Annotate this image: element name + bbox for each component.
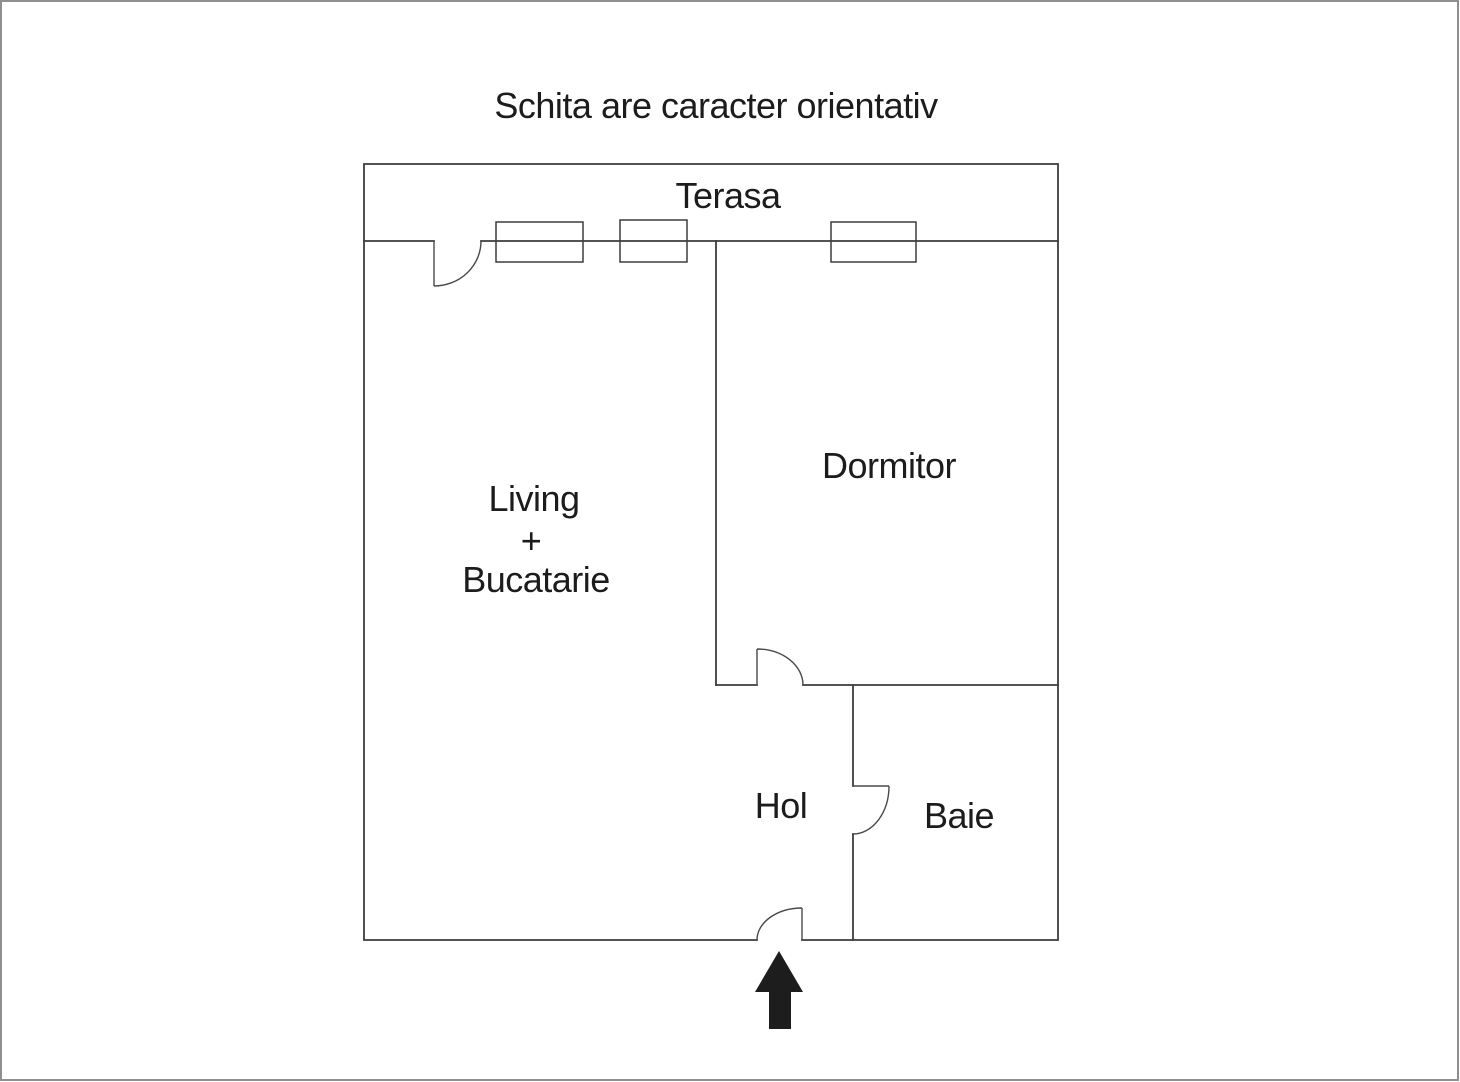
labels-group: Schita are caracter orientativ Terasa Li… [462,85,994,836]
windows-group [495,219,917,263]
room-label-hol: Hol [755,785,808,826]
room-label-living-line1: Living [488,478,579,519]
terrace-door [433,240,482,287]
plan-title: Schita are caracter orientativ [494,85,938,126]
room-label-baie: Baie [924,795,994,836]
doors-group [433,240,890,941]
room-label-living-line2: + [521,520,542,561]
entrance-door [756,907,803,941]
dormitor-door [756,648,804,686]
room-label-dormitor: Dormitor [822,445,957,486]
entrance-arrow-icon [755,951,803,1029]
apartment-outline-wall [363,163,1059,941]
room-label-living-line3: Bucatarie [462,559,610,600]
room-label-terasa: Terasa [675,175,782,216]
baie-door [852,785,890,835]
terrace-window-1 [495,221,584,263]
terrace-window-2 [619,219,688,263]
dormitor-window [830,221,917,263]
walls-group [363,163,1059,941]
